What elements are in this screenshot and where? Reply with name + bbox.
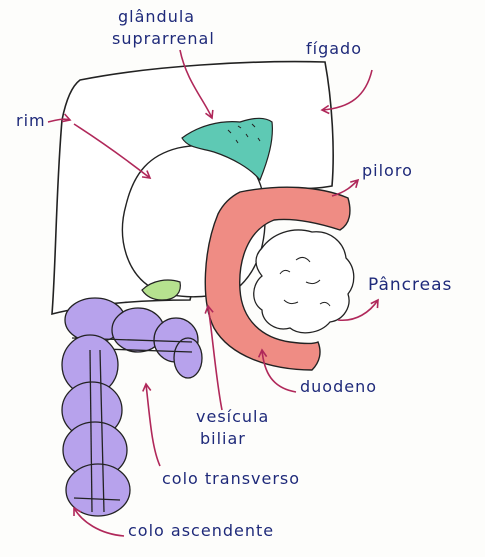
kidney-arrow-lower [73,123,152,179]
pylorus-label: piloro [362,161,413,180]
liver-arrow [320,69,373,115]
kidney-arrow-upper [47,113,72,123]
transverse-colon-label: colo transverso [162,469,301,488]
adrenal-arrow [179,49,214,120]
pancreas-arrow [337,298,379,322]
pylorus-arrow [331,178,360,197]
ascending-colon-shape [61,334,131,517]
duodenum-shape [204,186,351,371]
gallbladder-label-line2: biliar [200,429,246,448]
transverse-colon-arrow [142,382,161,467]
pancreas-shape [253,229,355,334]
gallbladder-label-line1: vesícula [196,407,270,426]
kidney-label: rim [16,111,46,130]
duodenum-arrow [257,348,297,393]
ascending-colon-arrow [73,506,125,537]
gallbladder-arrow [204,304,223,411]
ascending-colon-label: colo ascendente [128,521,275,540]
duodenum-label: duodeno [300,377,378,396]
pancreas-label: Pâncreas [368,275,453,295]
transverse-colon-shape [64,297,203,379]
adrenal-gland-shape [181,117,273,182]
gallbladder-shape [141,279,181,301]
adrenal-label-line2: suprarrenal [112,29,215,48]
adrenal-label-line1: glândula [118,7,196,26]
liver-label: fígado [306,39,362,58]
